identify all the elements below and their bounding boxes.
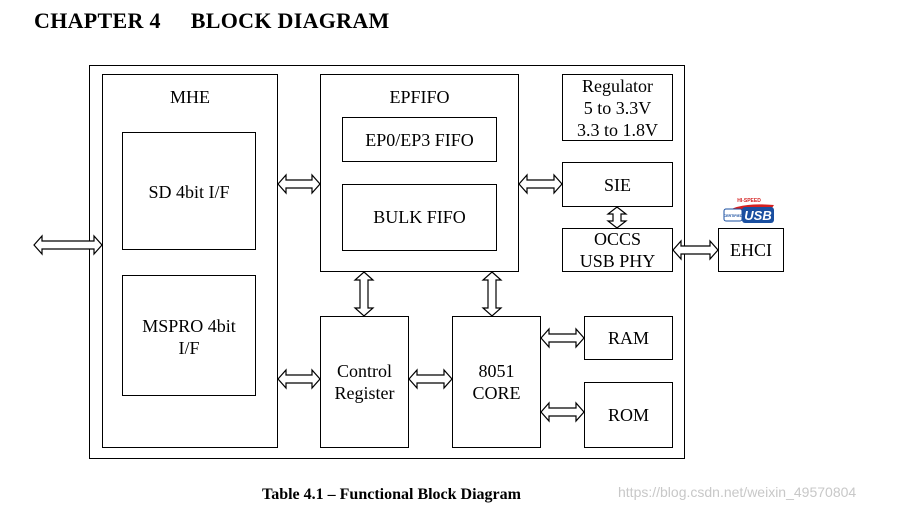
bulk-fifo-block [342, 184, 497, 251]
ram-block [584, 316, 673, 360]
bidirectional-arrow-epfifo-core [481, 271, 503, 317]
occs-usb-phy-block [562, 228, 673, 272]
mspro-interface-label-line1: MSPRO 4bit [142, 316, 236, 336]
ep0-fifo-label: EP0/EP3 FIFO [365, 130, 474, 150]
occs-label-line2: USB PHY [579, 251, 656, 271]
control-register-label-line1: Control [336, 361, 392, 381]
rom-block [584, 382, 673, 448]
sd-interface-label: SD 4bit I/F [148, 182, 230, 202]
regulator-block [562, 74, 673, 141]
cpu-core-label-line2: CORE [472, 383, 521, 403]
control-register-block [320, 316, 409, 448]
usb-logo-main-badge [742, 207, 774, 223]
cpu-core-label-line1: 8051 [478, 361, 515, 381]
bidirectional-arrow-control-core [408, 368, 453, 390]
bulk-fifo-label: BULK FIFO [373, 207, 466, 227]
chapter-heading: CHAPTER 4 BLOCK DIAGRAM [34, 8, 390, 34]
usb-logo-side-text: CERTIFIED [724, 214, 743, 218]
bidirectional-arrow-core-ram [540, 327, 585, 349]
sie-label: SIE [604, 175, 631, 195]
control-register-label-line2: Register [334, 383, 395, 403]
bidirectional-arrow-epfifo-control [353, 271, 375, 317]
usb-logo-top-text: HI-SPEED [737, 198, 761, 204]
chapter-number: CHAPTER 4 [34, 8, 161, 33]
usb-hi-speed-logo: HI-SPEED CERTIFIED USB [722, 196, 776, 226]
chapter-title: BLOCK DIAGRAM [190, 8, 390, 33]
rom-label: ROM [607, 405, 649, 425]
sie-block [562, 162, 673, 207]
usb-logo-main-text: USB [744, 208, 771, 223]
regulator-label-line1: Regulator [582, 76, 653, 96]
ep0-fifo-block [342, 117, 497, 162]
epfifo-label: EPFIFO [389, 87, 450, 107]
watermark-url: https://blog.csdn.net/weixin_49570804 [618, 484, 857, 500]
bidirectional-arrow-mhe-control [277, 368, 321, 390]
occs-label-line1: OCCS [593, 229, 642, 249]
usb-logo-graphic: HI-SPEED CERTIFIED USB [723, 198, 774, 223]
bidirectional-arrow-sie-phy [606, 206, 628, 229]
mspro-interface-label-line2: I/F [178, 338, 200, 358]
regulator-label-line3: 3.3 to 1.8V [577, 120, 658, 140]
mspro-interface-block [122, 275, 256, 396]
bidirectional-arrow-epfifo-sie [518, 173, 563, 195]
mhe-label: MHE [170, 87, 210, 107]
regulator-label-line2: 5 to 3.3V [583, 98, 652, 118]
bidirectional-arrow-external-mhe [33, 234, 103, 256]
ehci-label: EHCI [730, 240, 772, 260]
bidirectional-arrow-core-rom [540, 401, 585, 423]
ehci-block [718, 228, 784, 272]
bidirectional-arrow-mhe-epfifo [277, 173, 321, 195]
ram-label: RAM [607, 328, 649, 348]
figure-caption: Table 4.1 – Functional Block Diagram [262, 486, 521, 503]
cpu-core-block [452, 316, 541, 448]
sd-interface-block [122, 132, 256, 250]
bidirectional-arrow-phy-ehci [672, 239, 719, 261]
